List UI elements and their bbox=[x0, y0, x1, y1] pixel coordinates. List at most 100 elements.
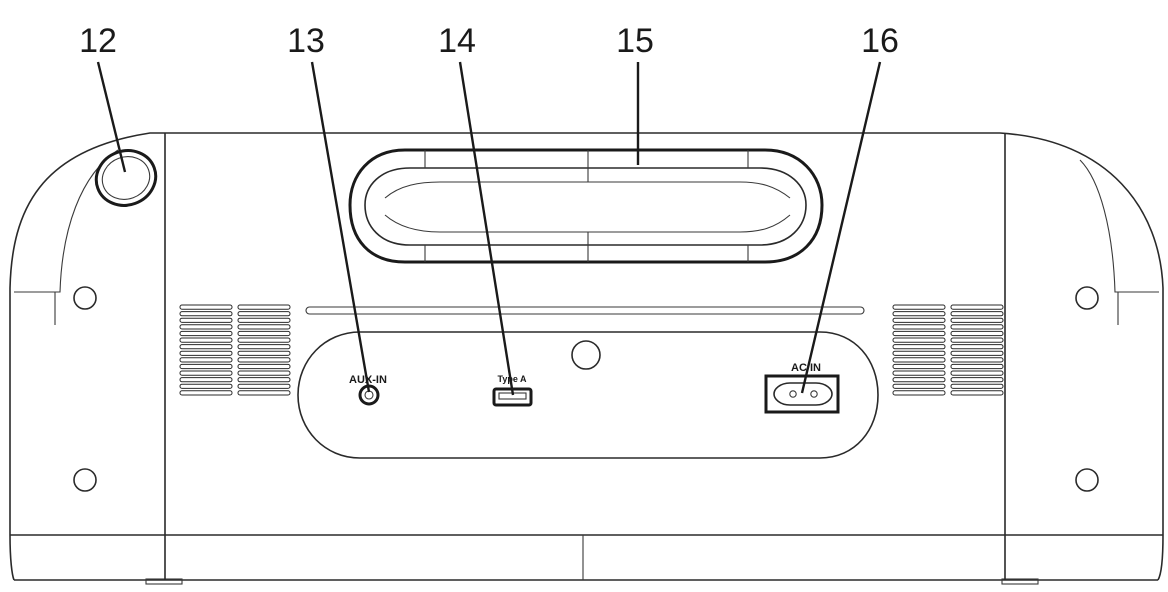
base-right-curve bbox=[1157, 534, 1164, 581]
speaker-grille-left bbox=[179, 304, 291, 396]
grille-slot bbox=[237, 377, 291, 383]
grille-slot bbox=[950, 377, 1004, 383]
grille-slot bbox=[950, 344, 1004, 350]
device-body bbox=[9, 132, 1164, 585]
grille-slot bbox=[950, 324, 1004, 330]
antenna-knob-inner bbox=[101, 156, 151, 200]
grille-slot bbox=[892, 344, 946, 350]
left-panel-inner-curve bbox=[14, 149, 119, 293]
grille-slot bbox=[237, 363, 291, 370]
leader-line-13 bbox=[310, 61, 371, 393]
grille-slot bbox=[179, 317, 233, 323]
grille-slot bbox=[892, 377, 946, 383]
grille-slot bbox=[892, 370, 946, 376]
grille-slot bbox=[179, 363, 233, 370]
grille-slot bbox=[950, 350, 1004, 356]
foot-left bbox=[145, 578, 183, 585]
ac-in-socket: AC IN bbox=[764, 362, 840, 414]
grille-slot bbox=[179, 337, 233, 343]
grille-slot bbox=[237, 324, 291, 330]
antenna-knob bbox=[94, 149, 158, 207]
grille-slot bbox=[892, 330, 946, 337]
grille-slot bbox=[892, 324, 946, 330]
grille-slot bbox=[237, 383, 291, 389]
antenna-knob-outer bbox=[94, 149, 158, 207]
grille-slot bbox=[892, 311, 946, 317]
grille-slot bbox=[950, 370, 1004, 376]
grille-slot bbox=[179, 330, 233, 337]
base-left-curve bbox=[9, 534, 15, 581]
callout-15: 15 bbox=[616, 22, 654, 60]
grille-slot bbox=[892, 317, 946, 323]
screw-hole-bottom-left bbox=[73, 468, 97, 492]
handle-outer-rim bbox=[348, 148, 824, 264]
handle-grip-top bbox=[384, 181, 791, 199]
callout-12: 12 bbox=[79, 22, 117, 60]
leader-lines bbox=[96, 61, 882, 396]
ac-socket-pin-left bbox=[789, 390, 797, 398]
grille-slot bbox=[950, 357, 1004, 363]
grille-slot bbox=[237, 330, 291, 337]
top-slot bbox=[305, 306, 865, 315]
grille-slot bbox=[892, 357, 946, 363]
aux-jack-hole bbox=[364, 390, 374, 400]
grille-slot bbox=[179, 311, 233, 317]
grille-slot bbox=[237, 390, 291, 396]
screw-hole-center bbox=[571, 340, 601, 370]
leader-line-12 bbox=[96, 61, 127, 173]
ac-socket-frame bbox=[764, 374, 840, 414]
grille-slot bbox=[179, 377, 233, 383]
leader-line-16 bbox=[800, 61, 882, 394]
grille-slot bbox=[950, 330, 1004, 337]
grille-slot bbox=[179, 324, 233, 330]
screw-hole-bottom-right bbox=[1075, 468, 1099, 492]
ac-socket-pin-right bbox=[810, 390, 818, 398]
grille-slot bbox=[237, 350, 291, 356]
grille-slot bbox=[179, 390, 233, 396]
grille-slot bbox=[950, 304, 1004, 310]
grille-slot bbox=[237, 311, 291, 317]
callout-16: 16 bbox=[861, 22, 899, 60]
grille-slot bbox=[179, 370, 233, 376]
grille-slot bbox=[950, 390, 1004, 396]
grille-slot bbox=[892, 350, 946, 356]
grille-slot bbox=[950, 311, 1004, 317]
speaker-grille-right bbox=[892, 304, 1004, 396]
grille-slot bbox=[892, 304, 946, 310]
ac-in-label: AC IN bbox=[791, 362, 821, 374]
right-panel-inner-curve bbox=[1079, 159, 1159, 293]
handle-grip-bottom bbox=[384, 214, 791, 233]
callout-14: 14 bbox=[438, 22, 476, 60]
callout-13: 13 bbox=[287, 22, 325, 60]
grille-slot bbox=[892, 390, 946, 396]
body-top-edge bbox=[9, 132, 1164, 289]
ac-socket-figure8 bbox=[773, 382, 833, 406]
grille-slot bbox=[892, 337, 946, 343]
usb-port-label: Type A bbox=[497, 374, 527, 384]
carry-handle bbox=[348, 148, 824, 264]
grille-slot bbox=[237, 317, 291, 323]
grille-slot bbox=[950, 337, 1004, 343]
grille-slot bbox=[950, 383, 1004, 389]
grille-slot bbox=[179, 344, 233, 350]
grille-slot bbox=[237, 304, 291, 310]
screw-hole-top-right bbox=[1075, 286, 1099, 310]
callout-numbers: 12 13 14 15 16 bbox=[79, 22, 899, 60]
connector-recess-panel bbox=[297, 331, 879, 459]
leader-line-14 bbox=[458, 61, 515, 396]
screw-holes bbox=[73, 286, 1099, 492]
grille-slot bbox=[950, 317, 1004, 323]
grille-slot bbox=[237, 337, 291, 343]
screw-hole-top-left bbox=[73, 286, 97, 310]
grille-slot bbox=[237, 344, 291, 350]
grille-slot bbox=[237, 357, 291, 363]
handle-inner-rim bbox=[364, 167, 807, 246]
foot-right bbox=[1001, 578, 1039, 585]
grille-slot bbox=[179, 383, 233, 389]
grille-slot bbox=[237, 370, 291, 376]
grille-slot bbox=[892, 383, 946, 389]
grille-slot bbox=[179, 350, 233, 356]
grille-slot bbox=[179, 357, 233, 363]
